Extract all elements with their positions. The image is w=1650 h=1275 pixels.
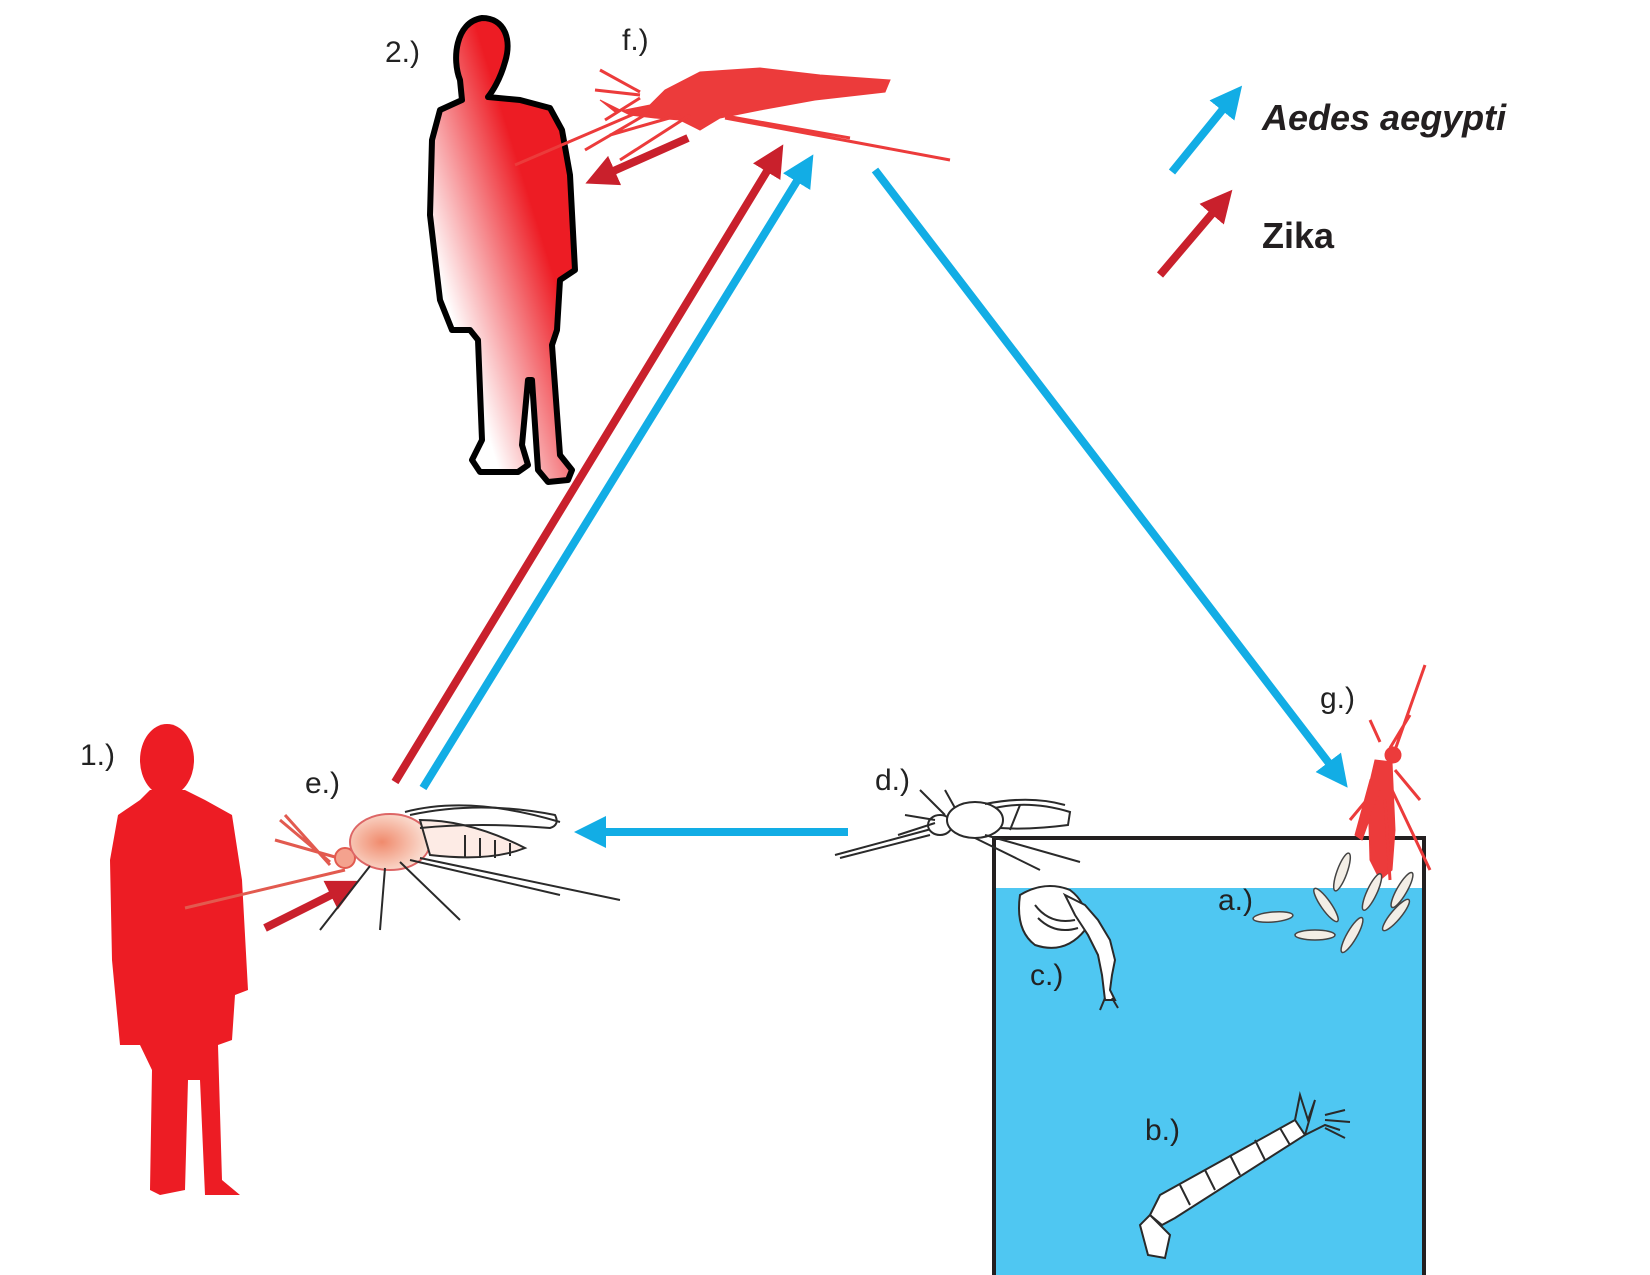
aedes-arrow-f-to-g: [871, 167, 1348, 788]
zika-arrow-f-to-person2: [585, 134, 690, 186]
transmission-arrows: [263, 134, 1348, 932]
water: [994, 888, 1424, 1275]
label-eggs: a.): [1218, 884, 1253, 917]
mosquito-feeding-infected: [184, 804, 621, 931]
mosquito-ovipositing: [1348, 664, 1432, 881]
mosquito-eggs: [1252, 852, 1414, 954]
legend-aedes-label: Aedes aegypti: [1261, 97, 1507, 138]
label-adult-emerging: d.): [875, 764, 910, 797]
label-larva: b.): [1145, 1114, 1180, 1147]
aedes-arrow-e-to-f: [419, 154, 814, 791]
legend-aedes-arrow: [1168, 85, 1243, 175]
mosquito-pupa: [1018, 885, 1119, 1011]
stage-labels: 1.) 2.) a.) b.) c.) d.) e.) f.) g.): [80, 24, 1355, 1147]
infected-person-silhouette: [110, 724, 248, 1195]
mosquito-larva: [1138, 1091, 1351, 1260]
label-person-2: 2.): [385, 36, 420, 69]
adult-mosquito-emerging: [834, 789, 1081, 871]
label-mosquito-feeding-infected: e.): [305, 767, 340, 800]
legend: Aedes aegypti Zika: [1156, 85, 1507, 278]
label-person-1: 1.): [80, 739, 115, 772]
legend-zika-arrow: [1156, 189, 1233, 278]
label-pupa: c.): [1030, 959, 1063, 992]
water-container: [992, 836, 1426, 1275]
zika-arrow-e-to-f: [391, 144, 784, 785]
legend-zika-label: Zika: [1262, 215, 1335, 256]
zika-arrow-person1-to-e: [263, 880, 360, 932]
label-mosquito-feeding-healthy: f.): [622, 24, 649, 57]
newly-infected-person-silhouette: [427, 15, 578, 485]
mosquito-feeding-healthy: [514, 67, 951, 167]
label-mosquito-ovipositing: g.): [1320, 682, 1355, 715]
container-outline: [992, 836, 1426, 1275]
